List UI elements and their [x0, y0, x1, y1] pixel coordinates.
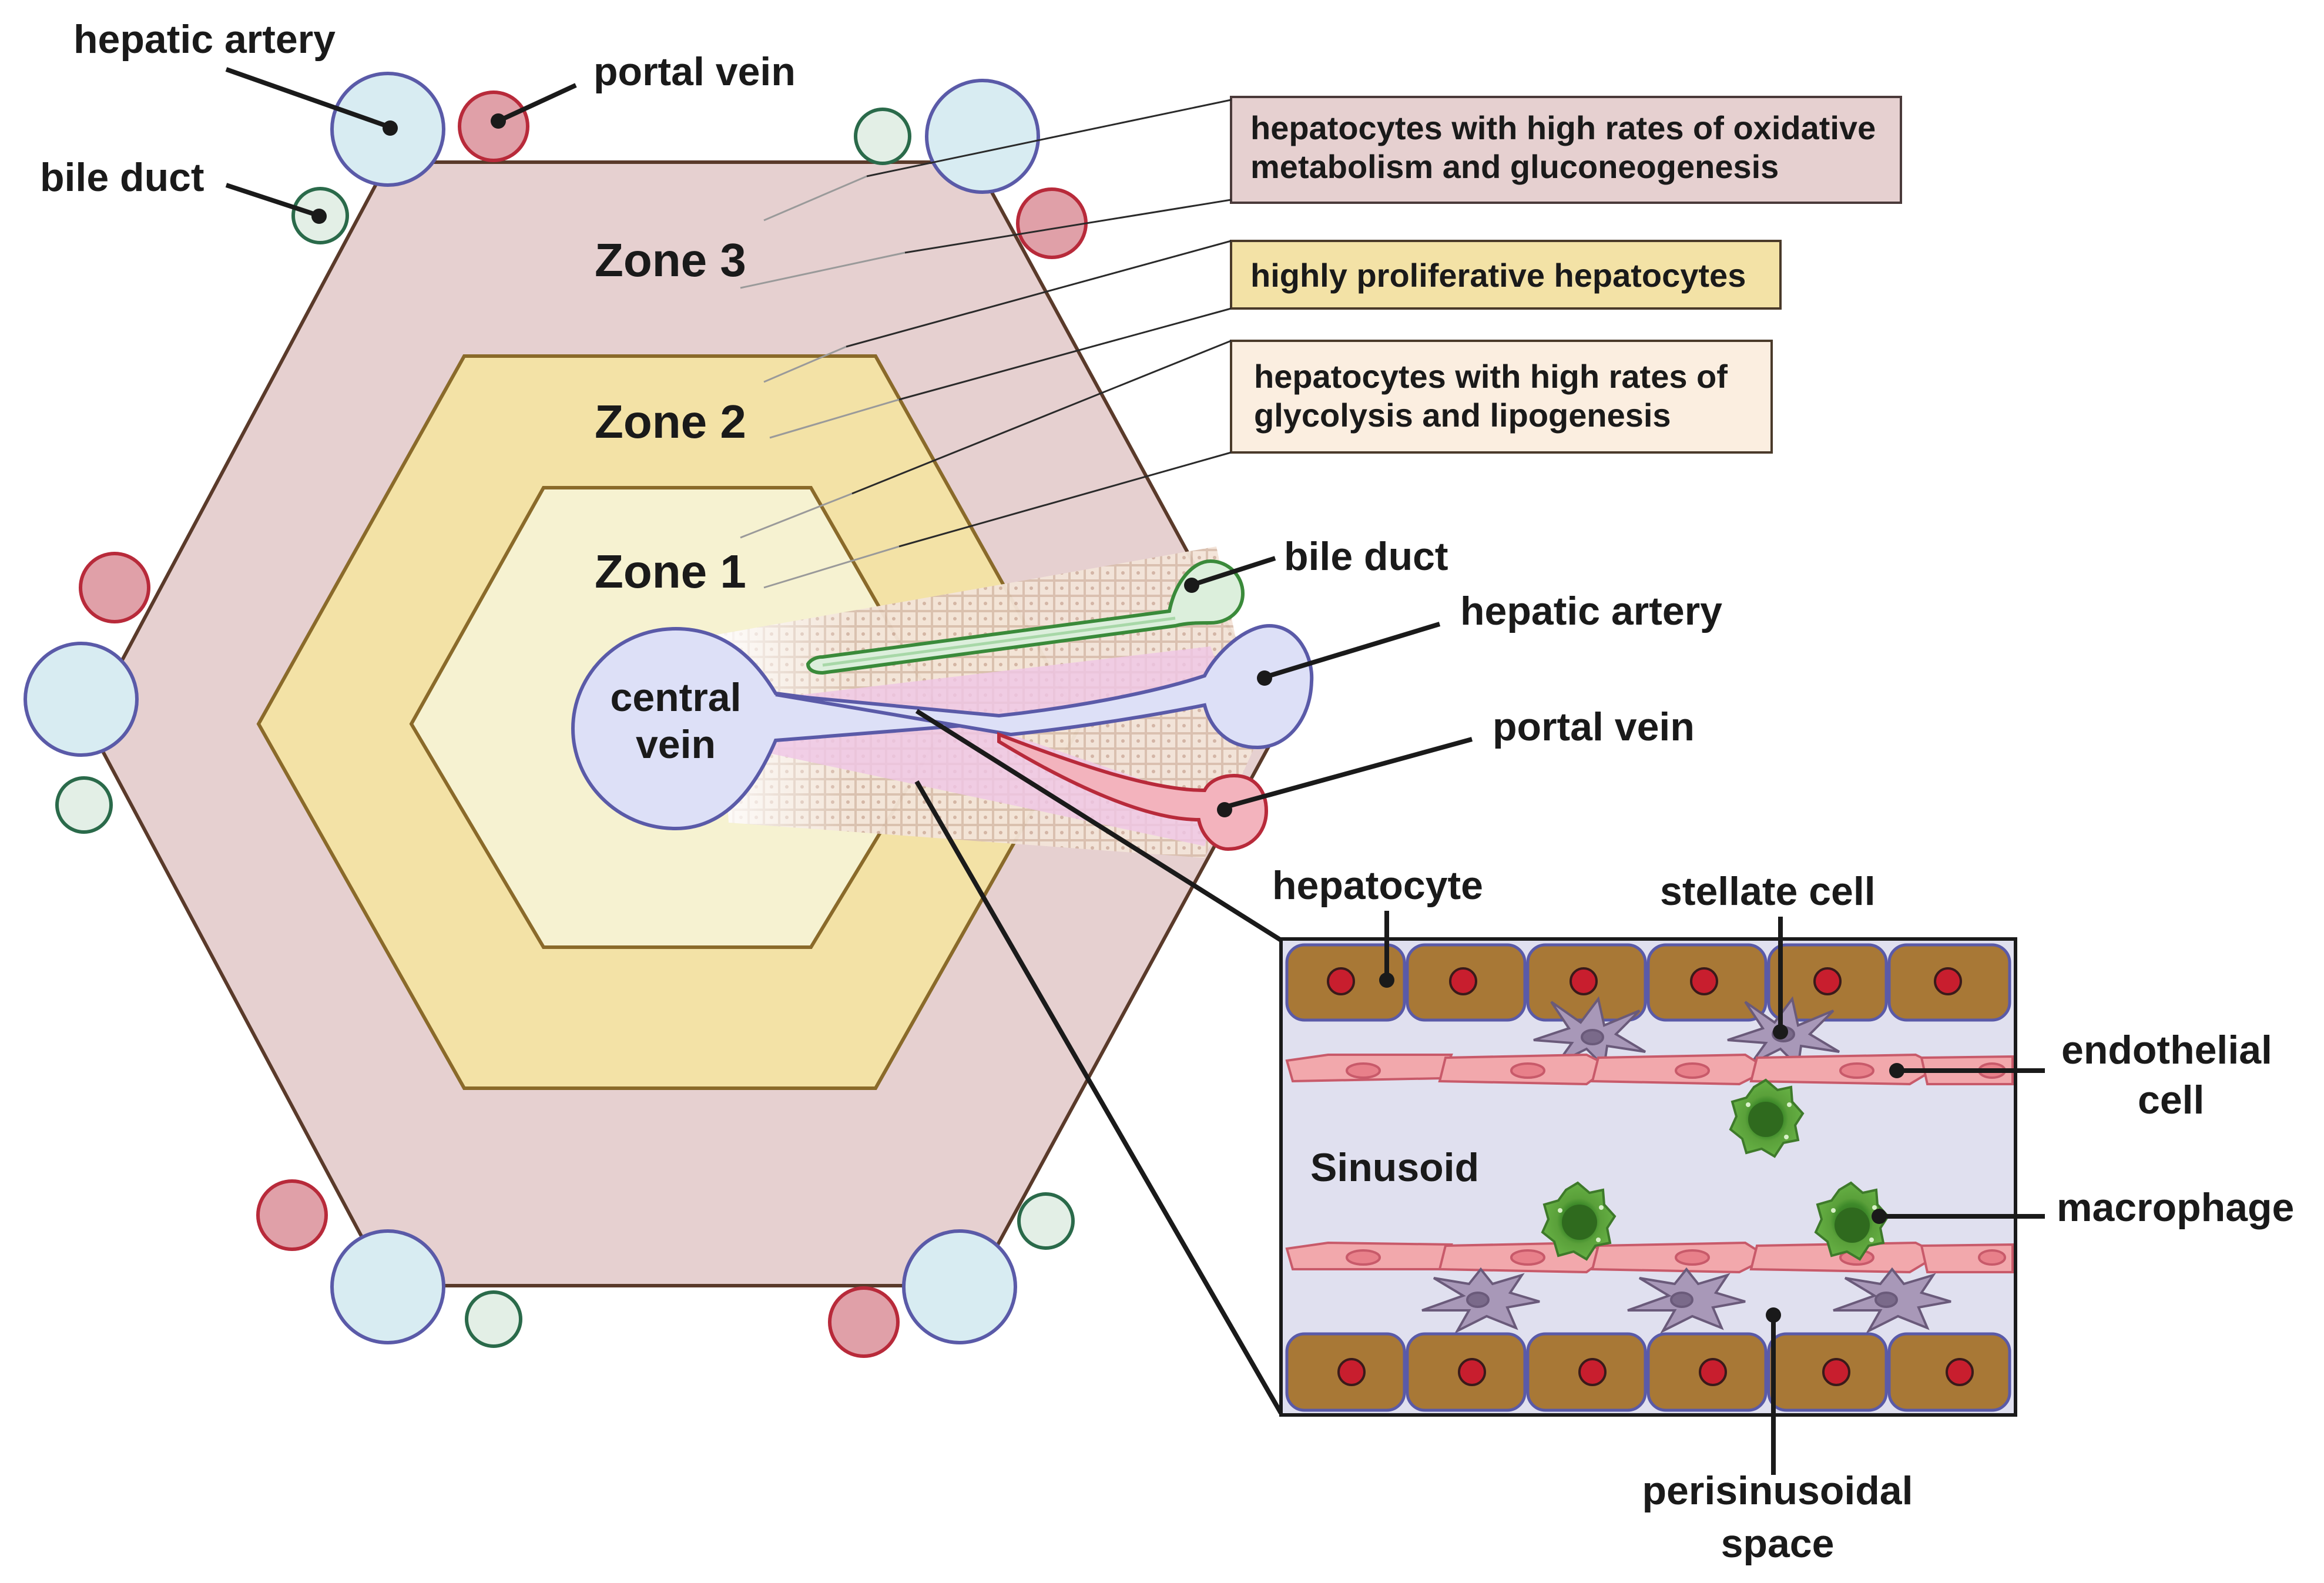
hepatocyte-row-bottom — [1285, 1332, 2011, 1412]
macrophage-icon — [1541, 1181, 1617, 1261]
endothelial-cell-label: endothelial — [2061, 1028, 2272, 1072]
branch-callouts: bile duct hepatic artery portal vein — [1184, 534, 1722, 817]
portal-vein-right-label: portal vein — [1493, 705, 1695, 749]
central-vein-icon — [571, 626, 1000, 831]
zone-1-description: hepatocytes with high rates of glycolysi… — [1230, 340, 1773, 454]
hepatic-artery-right-label: hepatic artery — [1460, 589, 1722, 633]
stellate-cells-bottom — [1421, 1267, 1951, 1334]
portal-vein-icon — [79, 552, 150, 623]
bile-duct-icon — [55, 776, 113, 834]
central-vein-label: central — [611, 675, 742, 720]
bile-duct-right-label: bile duct — [1284, 534, 1448, 579]
zone-leader-lines — [740, 99, 1232, 589]
portal-vein-icon — [828, 1286, 900, 1358]
hepatic-artery-branch — [775, 623, 1314, 750]
sinusoid-label: Sinusoid — [1310, 1145, 1479, 1190]
bile-duct-label: bile duct — [40, 155, 204, 200]
bile-duct-icon — [465, 1290, 522, 1348]
zone-3-description: hepatocytes with high rates of oxidative… — [1230, 96, 1902, 204]
central-vein-label-line2: vein — [636, 722, 716, 767]
portal-vein-branch — [997, 732, 1269, 851]
sinusoid-detail-panel: Sinusoid — [1279, 937, 2017, 1417]
portal-vein-icon — [1016, 187, 1088, 259]
endothelial-layer-bottom — [1285, 1241, 2014, 1274]
svg-text:hepatocytes with high rates of: hepatocytes with high rates of oxidative — [1250, 109, 1876, 146]
portal-triads — [24, 72, 1088, 1358]
svg-text:metabolism and gluconeogenesis: metabolism and gluconeogenesis — [1250, 148, 1779, 185]
bile-duct-branch — [806, 559, 1245, 675]
hepatic-artery-label: hepatic artery — [73, 17, 336, 62]
macrophage-icon — [1729, 1078, 1805, 1158]
top-left-callouts: hepatic artery portal vein bile duct — [40, 17, 796, 224]
central-vein-branches — [571, 559, 1314, 851]
bile-duct-icon — [1017, 1192, 1075, 1250]
zoom-line-top — [915, 709, 1283, 943]
hepatocyte-label: hepatocyte — [1272, 863, 1483, 908]
zone-2-label: Zone 2 — [595, 395, 746, 448]
endothelial-layer-top — [1285, 1053, 2014, 1086]
svg-text:hepatocytes with high rates of: hepatocytes with high rates of — [1254, 358, 1728, 395]
zone-3-label: Zone 3 — [595, 234, 746, 286]
perisinusoidal-space-label: perisinusoidal — [1642, 1468, 1913, 1513]
svg-text:highly proliferative hepatocyt: highly proliferative hepatocytes — [1250, 257, 1746, 294]
hepatic-artery-icon — [925, 79, 1040, 194]
portal-vein-label: portal vein — [593, 49, 796, 94]
zoom-line-bottom — [914, 780, 1283, 1414]
bile-duct-icon — [854, 108, 911, 165]
macrophage-label: macrophage — [2057, 1185, 2294, 1230]
hepatic-artery-icon — [902, 1229, 1017, 1344]
zone-2-description: highly proliferative hepatocytes — [1230, 240, 1782, 310]
stellate-cell-label: stellate cell — [1660, 869, 1876, 914]
hepatic-artery-icon — [24, 642, 139, 757]
hepatic-artery-icon — [330, 1229, 445, 1344]
panel-callouts: hepatocyte stellate cell endothelial cel… — [1272, 863, 2294, 1566]
macrophage-icon — [1814, 1181, 1890, 1261]
portal-vein-icon — [256, 1179, 328, 1251]
perisinusoidal-space-label-line2: space — [1721, 1521, 1835, 1566]
zone-1-label: Zone 1 — [595, 545, 746, 598]
svg-text:glycolysis and lipogenesis: glycolysis and lipogenesis — [1254, 397, 1671, 434]
endothelial-cell-label-line2: cell — [2138, 1078, 2204, 1122]
hepatocyte-row-top — [1285, 943, 2011, 1022]
